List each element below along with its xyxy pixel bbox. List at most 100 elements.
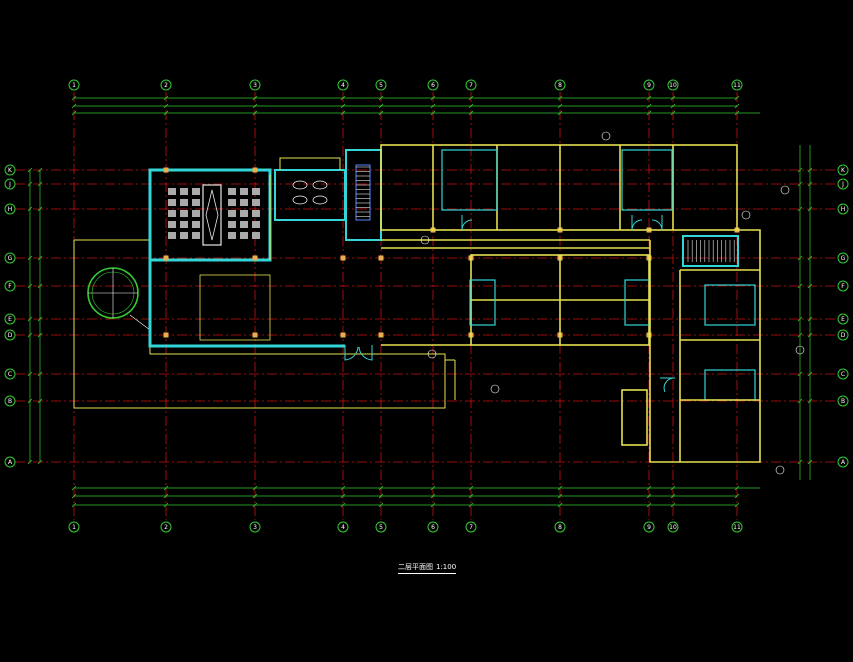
column-8 [378,255,384,261]
dim-tick-v-1-0 [71,95,77,101]
dim-tick-v-3-0 [252,95,258,101]
dim-tick-v-7-4 [468,493,474,499]
dim-tick-v-6-5 [430,502,436,508]
door-office-1 [461,215,473,231]
axis-label-h-C-left: C [8,371,12,378]
wc-cluster-1 [441,149,498,211]
stage-diamond [205,189,219,241]
callout-8 [775,465,785,475]
hall-lower-wall [148,260,345,348]
callout-1 [420,235,430,245]
dimension-lines [29,97,811,506]
dim-tick-h-C-0 [27,371,33,377]
axis-label-v-4-bottom: 4 [341,524,345,531]
axis-bubble-v-9-bottom [643,521,655,533]
dim-tick-v-4-5 [340,502,346,508]
dim-tick-v-8-5 [557,502,563,508]
axis-bubble-v-2-bottom [160,521,172,533]
restroom-clusters [441,149,756,401]
axis-bubble-v-4-top [337,79,349,91]
seat-3-5 [228,221,236,228]
dim-tick-v-6-2 [430,110,436,116]
axis-label-v-4-top: 4 [341,82,345,89]
dim-tick-v-9-1 [646,103,652,109]
axis-label-h-F-right: F [841,283,845,290]
dim-tick-v-2-3 [163,485,169,491]
dim-tick-v-5-0 [378,95,384,101]
seat-0-2 [192,188,200,195]
column-1 [252,167,258,173]
dimension-ticks [27,95,813,508]
dim-tick-v-5-3 [378,485,384,491]
doors [344,215,676,393]
dim-tick-v-4-1 [340,103,346,109]
stair-1-flight [355,164,371,221]
dim-tick-h-A-1 [37,459,43,465]
axis-label-h-E-right: E [841,316,845,323]
dim-tick-h-F-0 [27,283,33,289]
axis-label-h-F-left: F [8,283,12,290]
dim-tick-v-5-1 [378,103,384,109]
hall-sub-room [199,274,271,341]
axis-label-v-9-bottom: 9 [647,524,651,531]
dim-tick-h-F-1 [37,283,43,289]
axis-bubble-h-C-left [4,368,16,380]
column-3 [252,255,258,261]
seat-4-2 [192,232,200,239]
dim-tick-v-11-2 [734,110,740,116]
wc-cluster-3 [469,279,496,326]
stair-2 [682,235,739,267]
axis-label-h-J-right: J [841,181,844,188]
dim-tick-v-10-1 [670,103,676,109]
axis-bubble-h-F-left [4,280,16,292]
axis-bubble-h-E-right [837,313,849,325]
dim-tick-v-4-2 [340,110,346,116]
seat-2-2 [192,210,200,217]
axis-label-v-10-top: 10 [669,82,677,89]
axis-label-h-J-left: J [8,181,11,188]
axis-bubble-h-B-left [4,395,16,407]
dim-tick-v-11-1 [734,103,740,109]
axis-bubble-v-3-bottom [249,521,261,533]
circular-planter [87,267,151,331]
dim-tick-h-J-2 [797,181,803,187]
fixture-4 [312,195,328,205]
axis-bubble-h-J-right [837,178,849,190]
office-block [380,144,738,346]
axis-label-h-E-left: E [8,316,12,323]
axis-label-v-7-bottom: 7 [469,524,473,531]
door-office-2 [631,215,643,231]
upper-office-row [380,144,738,231]
axis-bubble-h-H-right [837,203,849,215]
axis-label-h-H-left: H [8,206,13,213]
dim-tick-v-5-4 [378,493,384,499]
dim-tick-v-10-5 [670,502,676,508]
callout-7 [795,345,805,355]
right-wing-closet [621,389,648,446]
column-9 [378,332,384,338]
axis-bubble-v-4-bottom [337,521,349,533]
axis-bubble-v-10-top [667,79,679,91]
fixture-1 [292,180,308,190]
seat-3-7 [252,221,260,228]
dim-tick-v-7-2 [468,110,474,116]
dim-tick-v-6-0 [430,95,436,101]
wc-cluster-2 [621,149,673,211]
seat-0-1 [180,188,188,195]
axis-label-v-3-bottom: 3 [253,524,257,531]
callout-markers [420,131,805,475]
dim-tick-v-5-5 [378,502,384,508]
axis-label-v-7-top: 7 [469,82,473,89]
axis-bubble-h-G-left [4,252,16,264]
axis-label-v-9-top: 9 [647,82,651,89]
dim-tick-h-E-0 [27,316,33,322]
axis-bubble-h-G-right [837,252,849,264]
dim-tick-v-8-0 [557,95,563,101]
seat-1-2 [192,199,200,206]
axis-bubble-v-9-top [643,79,655,91]
dim-tick-v-1-4 [71,493,77,499]
dim-tick-v-8-2 [557,110,563,116]
seat-2-5 [228,210,236,217]
